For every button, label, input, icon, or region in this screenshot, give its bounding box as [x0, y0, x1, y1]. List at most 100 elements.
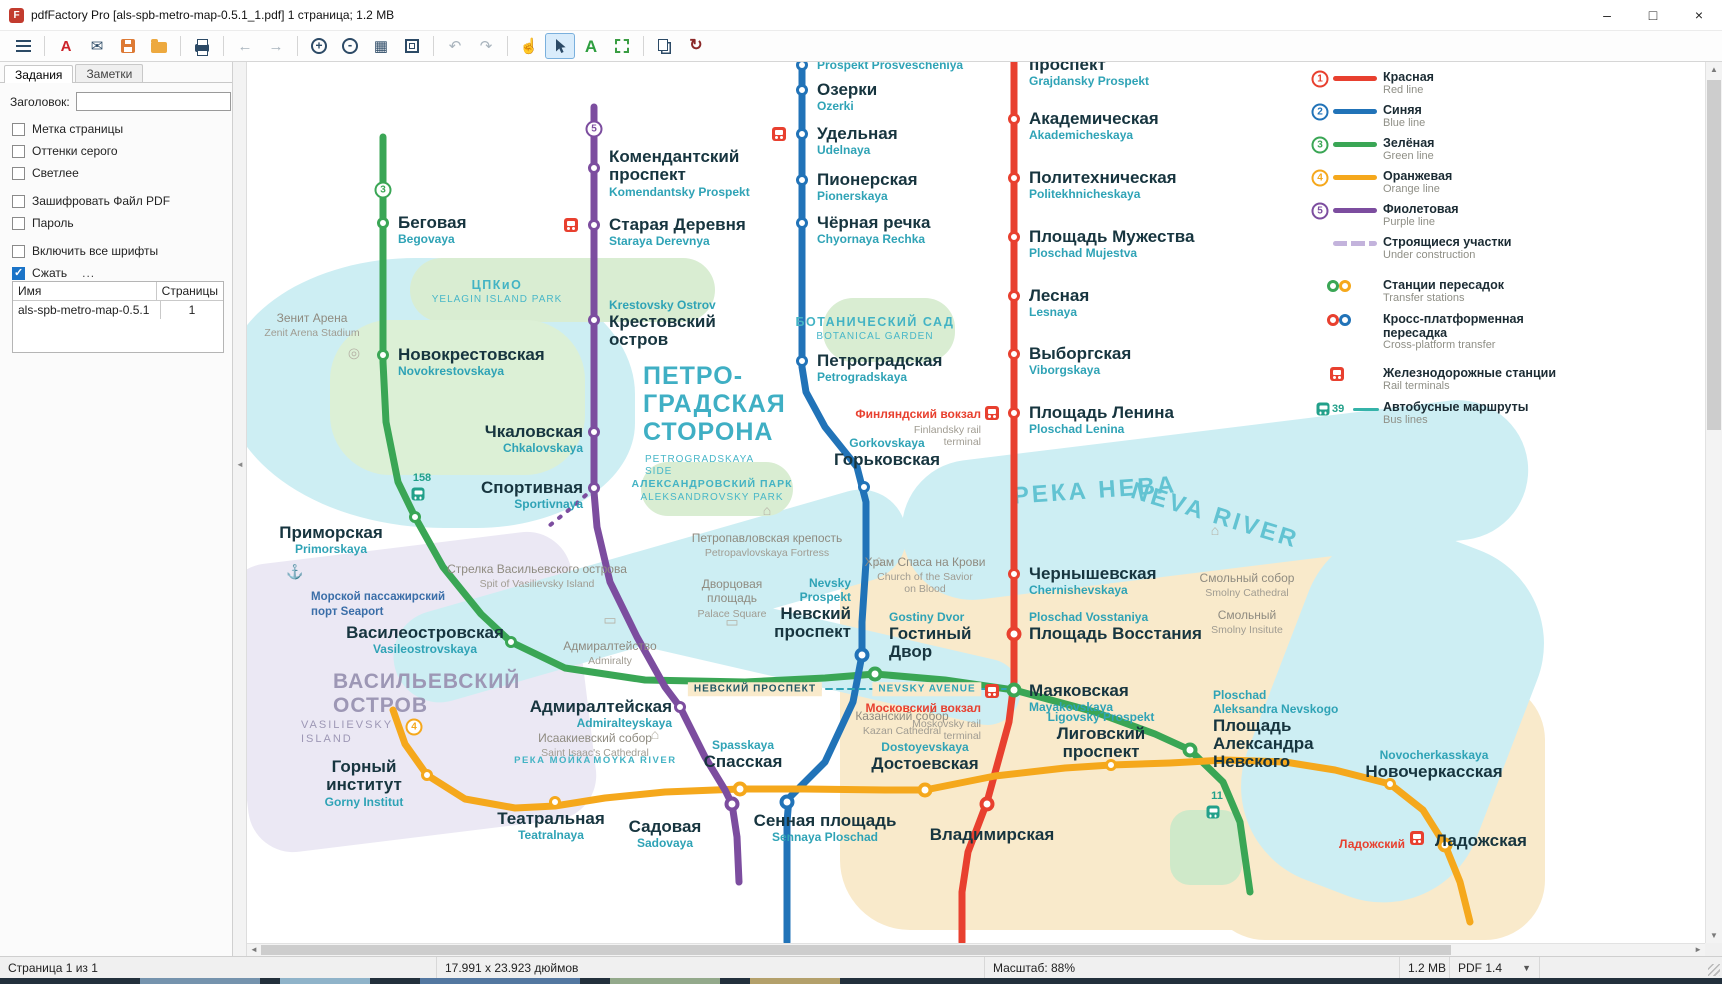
zoom-in-button[interactable] [304, 33, 334, 59]
text-tool-button[interactable]: A [576, 33, 606, 59]
bus-route-label: 158 [412, 472, 432, 484]
station-name-en: Sennaya Ploschad [771, 830, 879, 845]
station-name-ru: Выборгская [1029, 344, 1132, 363]
fit-page-button[interactable] [397, 33, 427, 59]
forward-button[interactable]: → [261, 33, 291, 59]
select-tool-button[interactable] [545, 33, 575, 59]
open-button[interactable] [144, 33, 174, 59]
station-name-en: Staraya Derevnya [609, 234, 710, 249]
acrobat-button[interactable]: A [51, 33, 81, 59]
station-dot [779, 794, 795, 810]
legend-line-swatch [1333, 142, 1377, 147]
save-button[interactable] [113, 33, 143, 59]
hand-tool-button[interactable]: ☝ [514, 33, 544, 59]
station-name-ru: Спасская [703, 751, 783, 771]
zoom-out-button[interactable] [335, 33, 365, 59]
checkbox[interactable] [12, 266, 25, 280]
scroll-up-icon[interactable]: ▲ [1710, 65, 1718, 74]
chevron-down-icon: ▼ [1522, 962, 1531, 973]
station-name-en: Prospekt Prosvescheniya [817, 62, 964, 72]
title-input[interactable] [75, 92, 231, 111]
pdf-version-value: PDF 1.4 [1458, 960, 1503, 975]
toolbar-separator [643, 36, 644, 56]
thumbnails-button[interactable]: ▦ [366, 33, 396, 59]
station-name-ru: Новочеркасская [1365, 761, 1503, 781]
krestovsky-island-park [330, 320, 585, 475]
jobs-table-row[interactable]: als-spb-metro-map-0.5.1 1 [13, 301, 223, 319]
toolbar-separator [507, 36, 508, 56]
map-geo-label: PETROGRADSKAYA SIDE [645, 454, 755, 477]
checkbox[interactable] [12, 194, 25, 208]
stadium-icon: ◎ [347, 344, 361, 361]
map-geo-label: Palace Square [697, 608, 767, 620]
map-geo-label: MOYKA RIVER [593, 755, 677, 766]
checkbox[interactable] [12, 166, 25, 180]
station-dot [1006, 682, 1022, 698]
minimize-button[interactable]: – [1603, 7, 1611, 23]
metro-line-orange [389, 706, 1474, 926]
station-name-ru: Крестовский остров [609, 311, 716, 350]
station-dot [588, 314, 600, 326]
undo-button[interactable]: ↶ [440, 33, 470, 59]
undo-icon: ↶ [448, 37, 462, 55]
save-icon [121, 39, 135, 53]
map-geo-label: Smolny Cathedral [1205, 587, 1289, 599]
tab-Задания[interactable]: Задания [4, 65, 74, 83]
scroll-left-icon[interactable]: ◄ [250, 945, 258, 954]
legend-line-badge: 3 [1311, 136, 1329, 154]
checkbox[interactable] [12, 122, 25, 136]
print-button[interactable] [187, 33, 217, 59]
station-name-en: Mayakovskaya [1029, 700, 1114, 715]
checkbox[interactable] [12, 244, 25, 258]
email-button[interactable]: ✉ [82, 33, 112, 59]
horizontal-scrollbar[interactable]: ◄ ► [247, 943, 1705, 956]
church-savior-icon: ⌂ [874, 552, 884, 568]
station-name-ru: Озерки [817, 80, 878, 99]
jobs-table[interactable]: Имя Страницы als-spb-metro-map-0.5.1 1 [12, 281, 224, 353]
station-name-en: Primorskaya [294, 542, 368, 557]
back-button[interactable]: ← [230, 33, 260, 59]
station-name-en: Udelnaya [817, 143, 871, 158]
pdf-version-dropdown[interactable]: PDF 1.4 ▼ [1450, 957, 1540, 978]
vertical-scrollbar[interactable]: ▲ ▼ [1705, 62, 1722, 943]
horizontal-scroll-thumb[interactable] [261, 945, 1451, 955]
checkbox-row: Включить все шрифты [12, 240, 224, 262]
tab-Заметки[interactable]: Заметки [75, 64, 144, 82]
scroll-right-icon[interactable]: ► [1694, 945, 1702, 954]
more-options-button[interactable]: ... [82, 266, 96, 280]
redo-button[interactable]: ↷ [471, 33, 501, 59]
station-dot [674, 701, 686, 713]
checkbox[interactable] [12, 144, 25, 158]
vertical-scroll-thumb[interactable] [1707, 80, 1721, 430]
resize-grip[interactable] [1708, 964, 1720, 976]
page-dimensions: 17.991 x 23.923 дюймов [445, 960, 579, 975]
collapse-chevron-icon[interactable]: ◄ [236, 460, 244, 469]
legend-label-en: Under construction [1383, 249, 1476, 261]
refresh-button[interactable]: ↻ [681, 33, 711, 59]
station-dot [1384, 778, 1396, 790]
scroll-down-icon[interactable]: ▼ [1710, 931, 1718, 940]
maximize-button[interactable]: □ [1648, 7, 1658, 23]
pages-button[interactable] [650, 33, 680, 59]
rail-terminal-icon [1410, 831, 1424, 845]
station-name-ru: Петроградская [817, 351, 943, 370]
map-geo-label: ЦПКиО [471, 278, 523, 292]
station-name-ru: Маяковская [1029, 681, 1129, 700]
marquee-tool-button[interactable] [607, 33, 637, 59]
station-name-en: Akademicheskaya [1029, 128, 1134, 143]
admiralty-icon: ▭ [603, 611, 617, 628]
sidebar-splitter[interactable]: ◄ [233, 62, 247, 956]
checkbox[interactable] [12, 216, 25, 230]
station-dot [1008, 172, 1020, 184]
close-button[interactable]: × [1694, 7, 1704, 23]
transfer-icon [1327, 280, 1339, 292]
titlebar: F pdfFactory Pro [als-spb-metro-map-0.5.… [0, 0, 1722, 30]
scrollbar-corner [1705, 943, 1722, 956]
menu-button[interactable] [8, 33, 38, 59]
